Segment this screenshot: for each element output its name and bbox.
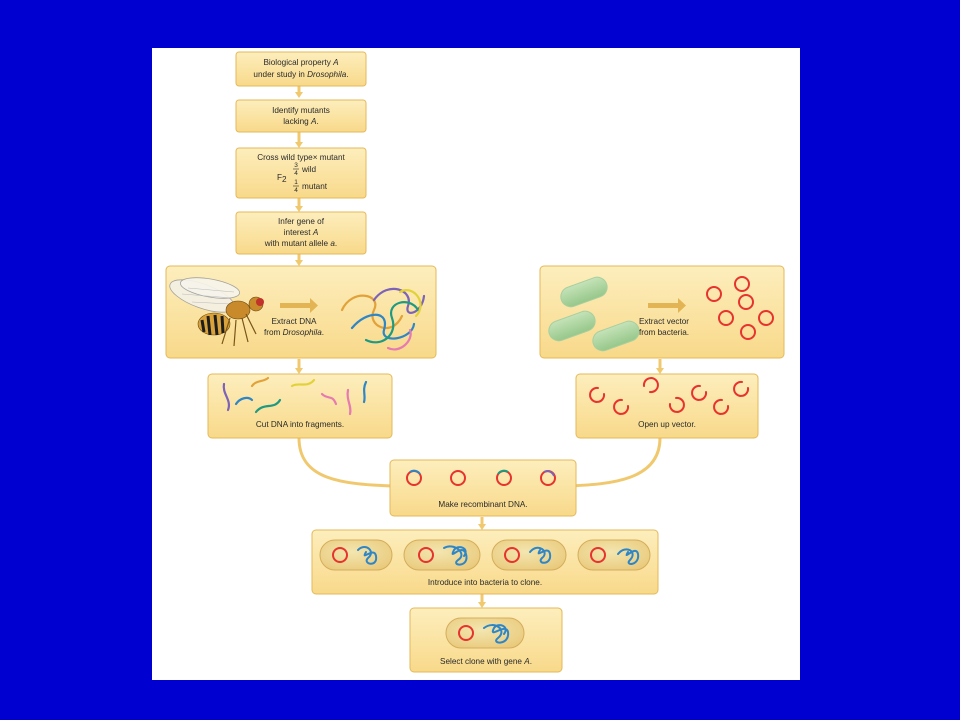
frac1-num: 3 [294, 162, 298, 169]
step7-label: Cut DNA into fragments. [256, 420, 344, 429]
step3-line1: Cross wild type [257, 153, 313, 162]
dna-fragments [222, 376, 368, 416]
step-identify-mutants: Identify mutants lacking A. [235, 99, 367, 133]
step-extract-vector: Extract vector from bacteria. [539, 265, 785, 359]
svg-text:from Drosophila.: from Drosophila. [264, 328, 324, 337]
bacteria-illustration [548, 276, 640, 352]
svg-text:Biological property A: Biological property A [263, 58, 339, 67]
extract-arrow [280, 298, 318, 313]
diagram-panel: Biological property A under study in Dro… [152, 48, 800, 680]
step2-line2: lacking [283, 117, 311, 126]
cloning-flowchart: Biological property A under study in Dro… [165, 51, 785, 673]
step-extract-dna: Extract DNA from Drosophila. [165, 265, 437, 359]
step4-line1: Infer gene of [278, 217, 325, 226]
plasmid-rings [706, 276, 774, 340]
svg-text:with mutant allele a.: with mutant allele a. [264, 239, 337, 248]
step1-line1: Biological property [263, 58, 333, 67]
svg-text:lacking A.: lacking A. [283, 117, 319, 126]
step9-label: Make recombinant DNA. [438, 500, 527, 509]
vector-arrow [648, 298, 686, 313]
step-infer-gene: Infer gene of interest A with mutant all… [235, 211, 367, 255]
step-cut-dna: Cut DNA into fragments. [207, 373, 393, 439]
step8-label: Open up vector. [638, 420, 696, 429]
step11-label: Select clone with gene [440, 657, 524, 666]
flow-arrows [297, 84, 662, 604]
step-open-vector: Open up vector. [575, 373, 759, 439]
frac2-num: 1 [294, 179, 298, 186]
step-select-clone: Select clone with gene A. [409, 607, 563, 673]
step5-line2: from [264, 328, 283, 337]
svg-text:under study in Drosophila.: under study in Drosophila. [253, 70, 348, 79]
step2-line1: Identify mutants [272, 106, 330, 115]
genomic-dna-tangle [340, 287, 426, 351]
step4-line3: with mutant allele [264, 239, 331, 248]
drosophila-illustration [169, 277, 264, 347]
step4-line2: interest [284, 228, 313, 237]
step-cross: Cross wild type× mutant F2 3 4 wild 1 4 … [235, 147, 367, 199]
svg-text:Select clone with gene A.: Select clone with gene A. [440, 657, 532, 666]
step-introduce-bacteria: Introduce into bacteria to clone. [311, 529, 659, 595]
wild-label: wild [301, 165, 317, 174]
step1-line2: under study in [253, 70, 307, 79]
svg-text:interest A: interest A [284, 228, 319, 237]
bacterial-clones [319, 539, 651, 571]
svg-text:F2: F2 [277, 173, 287, 184]
step-recombinant-dna: Make recombinant DNA. [389, 459, 577, 517]
recombinant-plasmids [406, 469, 556, 486]
svg-text:Cross wild type× mutant: Cross wild type× mutant [257, 153, 345, 162]
step-biological-property: Biological property A under study in Dro… [235, 51, 367, 87]
step6-line1: Extract vector [639, 317, 689, 326]
step10-label: Introduce into bacteria to clone. [428, 578, 542, 587]
step6-line2: from bacteria. [639, 328, 689, 337]
frac2-den: 4 [294, 187, 298, 194]
f2-label: F [277, 173, 282, 182]
mutant-label: mutant [302, 182, 328, 191]
opened-plasmids [589, 377, 750, 415]
frac1-den: 4 [294, 170, 298, 177]
step5-line1: Extract DNA [271, 317, 317, 326]
